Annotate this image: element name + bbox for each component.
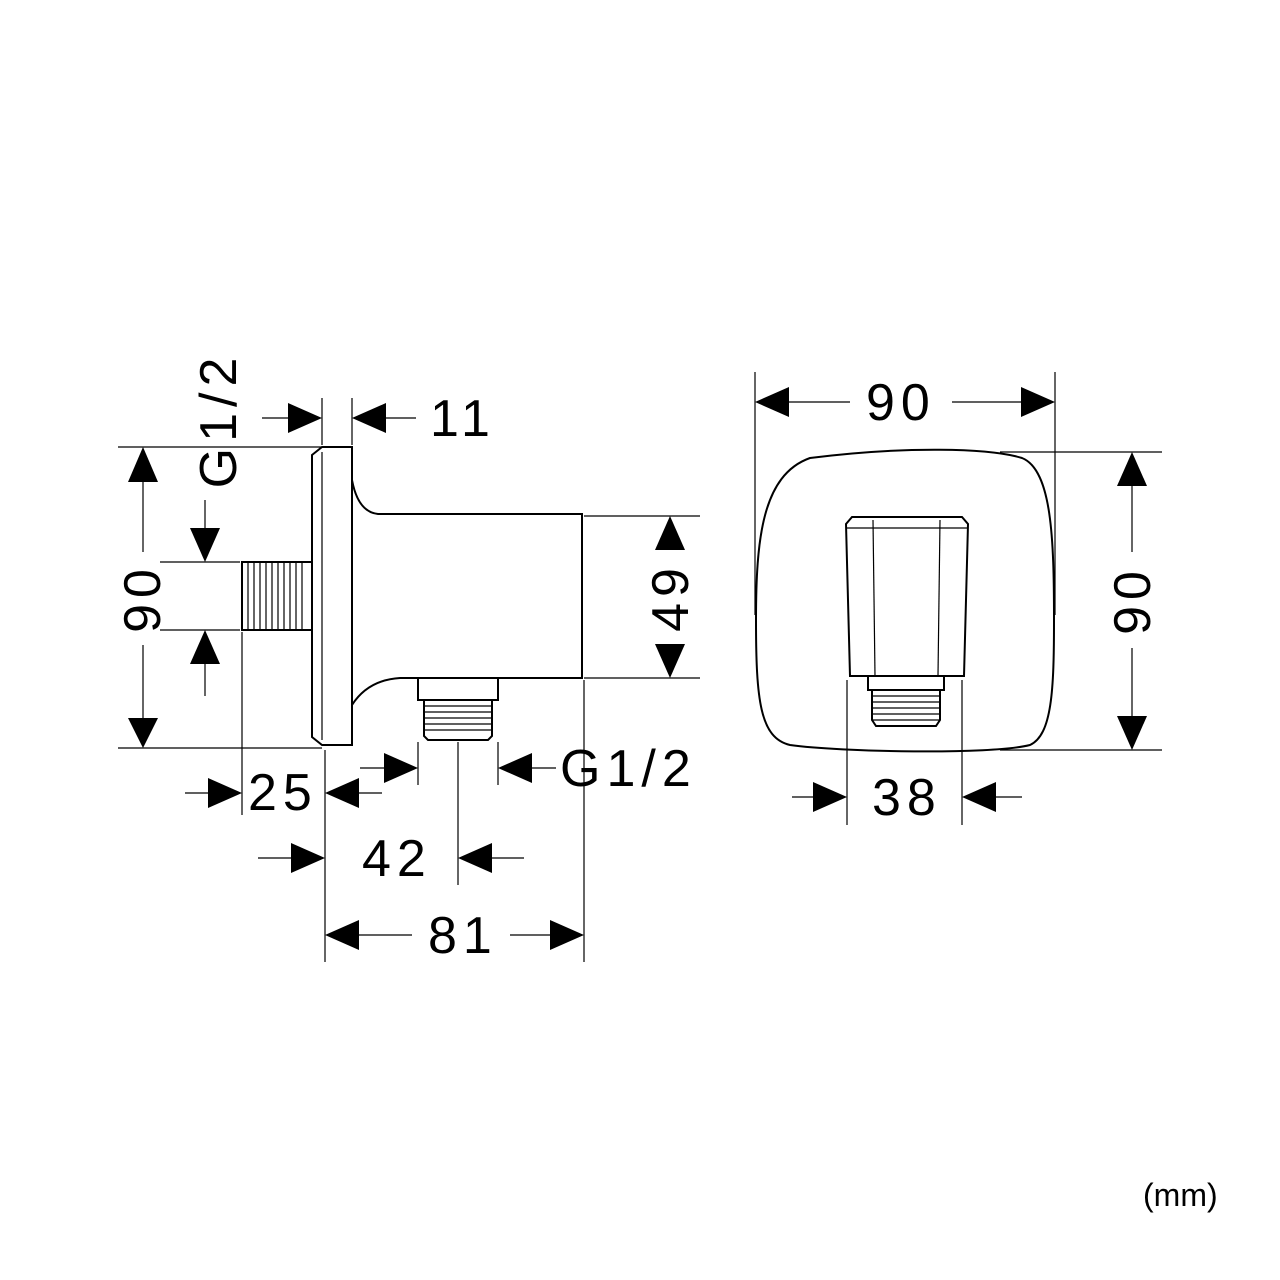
dim-depth-label: 81 — [428, 907, 498, 965]
inlet-thread — [241, 561, 313, 631]
dim-thread-top-label: G1/2 — [190, 352, 248, 489]
side-view: 90 G1/2 11 49 25 — [114, 352, 700, 965]
dim-depth-81 — [325, 920, 584, 950]
front-plate — [754, 448, 1056, 753]
dim-outlet-offset-label: 42 — [362, 830, 432, 888]
dim-thread-bottom-label: G1/2 — [560, 740, 697, 798]
outlet-nut — [417, 677, 499, 701]
outlet-body — [351, 479, 583, 706]
dim-height-90 — [128, 447, 158, 748]
dim-flange-11 — [262, 403, 416, 433]
dim-inlet-thread-arrows — [190, 500, 220, 696]
dim-flange-label: 11 — [430, 390, 496, 448]
dim-front-width-90 — [755, 387, 1055, 417]
dim-outlet-thread-arrows — [360, 753, 556, 783]
front-nut — [867, 675, 945, 691]
holder-body — [844, 516, 970, 677]
dim-inlet-25 — [185, 778, 382, 808]
inlet-thread-lines — [247, 562, 303, 630]
dim-inlet-length-label: 25 — [248, 764, 318, 822]
dim-body-width-label: 38 — [872, 769, 942, 827]
dim-front-height-label: 90 — [1104, 565, 1162, 635]
wall-flange — [311, 446, 353, 746]
unit-label: (mm) — [1143, 1177, 1218, 1213]
front-view: 90 90 38 — [754, 372, 1162, 827]
front-thread — [871, 690, 941, 727]
side-extension-lines — [118, 398, 700, 962]
dim-front-width-label: 90 — [866, 374, 936, 432]
dim-height-label: 90 — [114, 563, 172, 633]
dim-outlet-49 — [655, 516, 685, 678]
front-extension-lines — [754, 372, 1162, 825]
dim-outlet-height-label: 49 — [642, 562, 700, 632]
dim-body-width-38 — [792, 782, 1022, 812]
dim-outlet-offset-42 — [258, 843, 524, 873]
dim-front-height-90 — [1117, 452, 1147, 750]
